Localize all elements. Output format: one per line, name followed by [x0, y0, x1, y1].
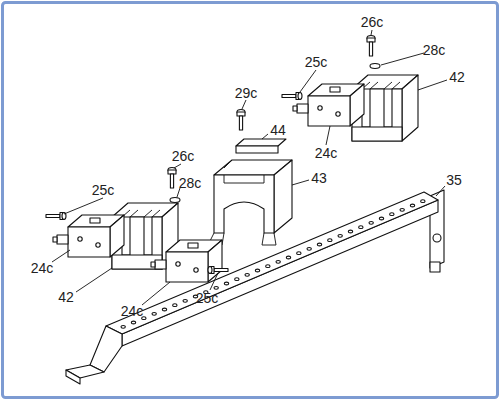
callout-number: 24c — [121, 304, 144, 318]
callout-number: 25c — [92, 183, 115, 197]
bar-hole — [359, 226, 363, 229]
holder-43 — [208, 160, 292, 245]
bar-hole — [173, 304, 177, 307]
callout-number: 44 — [270, 123, 286, 137]
bar-hole — [400, 208, 404, 211]
screw-29c — [237, 110, 245, 131]
callout-number: 25c — [305, 55, 328, 69]
switch-24c — [293, 84, 364, 126]
callout-number: 26c — [361, 15, 384, 29]
bar-hole — [214, 286, 218, 289]
callout-number: 24c — [315, 146, 338, 160]
bar-hole — [338, 234, 342, 237]
bar-hole — [276, 260, 280, 263]
bar-hole — [421, 200, 425, 203]
switch-24c — [53, 215, 124, 257]
screw-26c — [367, 36, 375, 57]
screw-25c — [208, 267, 228, 274]
leader-lines — [52, 30, 447, 305]
cover-44-front — [236, 146, 278, 153]
bar-hole — [255, 269, 259, 272]
bar-hole — [245, 273, 249, 276]
screw-25c — [46, 213, 66, 220]
callout-number: 43 — [311, 171, 327, 185]
bar-hole — [183, 299, 187, 302]
bar-hole — [297, 252, 301, 255]
bar-hole — [348, 230, 352, 233]
bar-hole — [235, 278, 239, 281]
bar-hole — [410, 204, 414, 207]
callout-number: 42 — [58, 290, 74, 304]
bar-hole — [328, 239, 332, 242]
bar-hole — [152, 312, 156, 315]
callout-number: 35 — [446, 173, 462, 187]
bar-hole — [369, 221, 373, 224]
bar-hole — [307, 247, 311, 250]
callout-number: 29c — [235, 86, 258, 100]
bar-hole — [390, 213, 394, 216]
bar-hole — [317, 243, 321, 246]
cover-44 — [236, 139, 286, 146]
callout-number: 28c — [423, 43, 446, 57]
callout-number: 24c — [31, 261, 54, 275]
bar-hole — [131, 321, 135, 324]
washer-28c — [170, 198, 180, 203]
screw-25c — [282, 93, 302, 100]
callout-number: 25c — [196, 291, 219, 305]
bar-hole — [121, 325, 125, 328]
bar-hole — [286, 256, 290, 259]
washer-28c — [370, 64, 380, 69]
screw-26c — [168, 168, 176, 189]
bar-hole — [162, 308, 166, 311]
bar-hole — [379, 217, 383, 220]
bar-hole — [224, 282, 228, 285]
callout-number: 28c — [179, 176, 202, 190]
switch-24c — [151, 240, 222, 282]
bar-hole — [266, 265, 270, 268]
callout-number: 26c — [172, 149, 195, 163]
frame-border — [3, 3, 498, 398]
callout-number: 42 — [449, 70, 465, 84]
